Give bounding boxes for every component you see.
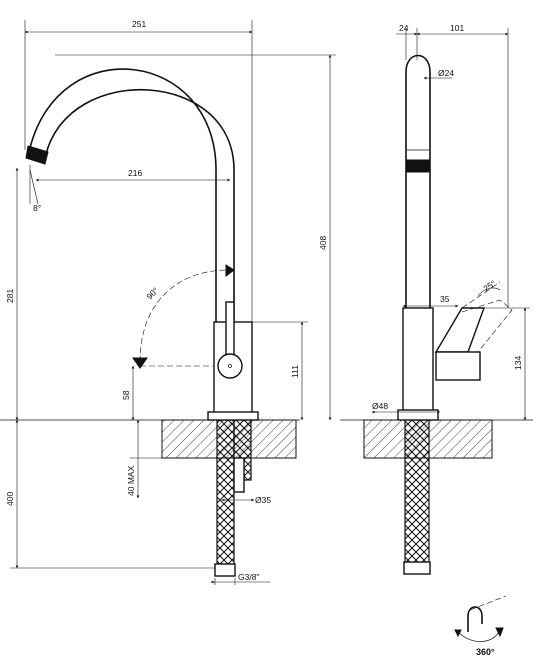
front-view: 90° 251 216 8° 281 400 408 111 58: [0, 19, 336, 585]
front-spout: [29, 68, 235, 325]
side-lever-angle-label: 25°: [481, 278, 497, 294]
side-hose: [404, 419, 430, 571]
side-offset-label: 24: [399, 23, 409, 33]
lever-rotation-arc: [139, 269, 229, 363]
spout-angle-label: 8°: [33, 203, 41, 213]
front-lever-knob: [217, 353, 243, 379]
front-lever: [225, 301, 235, 363]
front-shank: [233, 457, 245, 493]
front-hose-left: [216, 419, 235, 569]
side-lever-length-label: 35: [440, 294, 450, 304]
overall-width-label: 251: [132, 19, 146, 29]
side-lever-height-label: 134: [513, 356, 523, 370]
side-lever: [434, 307, 485, 353]
shank-diameter-label: Ø35: [255, 495, 271, 505]
side-width-label: 101: [450, 23, 464, 33]
spout-height-label: 281: [5, 289, 15, 303]
below-counter-label: 400: [5, 492, 15, 506]
max-thickness-label: 40 MAX: [126, 465, 136, 496]
side-view: 24 101 Ø24 35 25° 134 Ø48: [340, 23, 533, 575]
total-height-label: 408: [318, 236, 328, 250]
body-height-label: 111: [290, 365, 300, 378]
side-tube: [405, 54, 431, 308]
connection-label: G3/8": [238, 572, 259, 582]
spout-reach-label: 216: [128, 168, 142, 178]
side-body: [402, 307, 434, 413]
base-diameter-label: Ø48: [372, 401, 388, 411]
rotation-icon: 360°: [454, 595, 507, 657]
lever-rotation-label: 90°: [144, 285, 160, 301]
lever-height-label: 58: [121, 390, 131, 400]
rotation-label: 360°: [476, 647, 495, 657]
tube-diameter-label: Ø24: [438, 68, 454, 78]
